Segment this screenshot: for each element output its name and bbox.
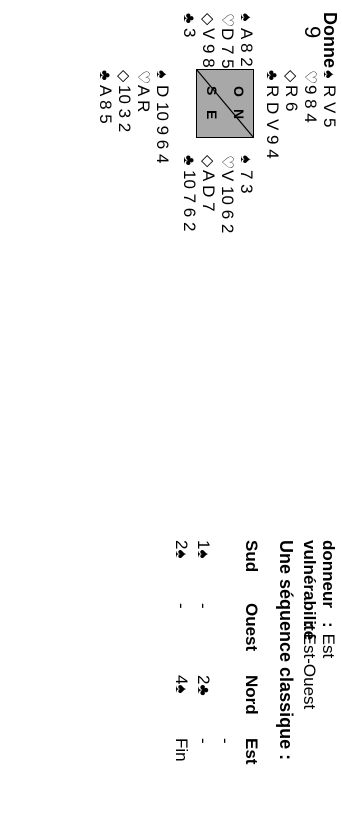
header-ouest: Ouest (242, 603, 262, 652)
east-spades: ♠7 3 (237, 155, 256, 194)
north-spades: ♠R V 5 (320, 70, 339, 128)
bid-cell: - (194, 603, 214, 609)
header-sud: Sud (242, 540, 262, 573)
dealer-label: donneur (319, 540, 338, 608)
bid-cell (215, 540, 237, 603)
bidding-row: 1♠ - 2♣ - (193, 540, 215, 778)
compass-n: N (231, 109, 247, 119)
hand-east: ♠7 3 ♡V 10 6 2 ◇A D 7 ♣10 7 6 2 (180, 155, 256, 233)
east-diamonds: ◇A D 7 (199, 155, 218, 212)
heart-icon: ♡ (301, 70, 318, 85)
diamond-icon: ◇ (282, 70, 299, 83)
header-est: Est (242, 738, 262, 765)
bid-cell: 2♣ (194, 675, 214, 696)
bidding-title: Une séquence classique : (276, 540, 296, 761)
bid-cell: 1♠ (194, 540, 214, 559)
club-icon: ♣ (96, 70, 113, 81)
bidding-row: 2♠ - 4♠ Fin (171, 540, 193, 778)
diamond-icon: ◇ (199, 155, 216, 168)
heart-icon: ♡ (134, 70, 151, 85)
north-clubs: ♣R D V 9 4 (263, 70, 282, 159)
spade-icon: ♠ (237, 155, 254, 164)
compass-s: S (204, 86, 220, 95)
vulnerability-label: vulnérabilité (300, 540, 319, 641)
dealer-value: Est (319, 633, 338, 659)
hand-south: ♠D 10 9 6 4 ♡A R ◇10 3 2 ♣A 8 5 (96, 70, 172, 163)
header-nord: Nord (242, 675, 262, 715)
bidding-header-row: Sud Ouest Nord Est (237, 540, 267, 778)
bidding-row: - (215, 540, 237, 778)
north-diamonds: ◇R 6 (282, 70, 301, 112)
spade-icon: ♠ (320, 70, 337, 79)
club-icon: ♣ (263, 70, 280, 81)
compass-diagram: O N S E (196, 69, 254, 138)
deal-number: 9 (300, 26, 325, 39)
south-spades: ♠D 10 9 6 4 (153, 70, 172, 164)
vulnerability-value: Est-Ouest (300, 633, 319, 710)
club-icon: ♣ (180, 155, 197, 166)
bidding-table: Sud Ouest Nord Est - 1♠ - 2♣ - 2♠ - (171, 540, 267, 778)
compass-diagonal (196, 69, 254, 138)
bid-cell: Fin (172, 738, 192, 762)
bid-cell: 4♠ (172, 675, 192, 694)
east-hearts: ♡V 10 6 2 (218, 155, 237, 234)
hand-north: ♠R V 5 ♡9 8 4 ◇R 6 ♣R D V 9 4 (263, 70, 339, 159)
bid-cell: - (194, 738, 214, 744)
dealer-row: donneur:Est (319, 540, 338, 659)
spade-icon: ♠ (153, 70, 170, 79)
bid-cell: 2♠ (172, 540, 192, 559)
compass-e: E (204, 110, 220, 119)
diamond-icon: ◇ (199, 13, 216, 26)
spade-icon: ♠ (237, 13, 254, 22)
deal-title: Donne (320, 12, 340, 68)
bid-cell (215, 675, 237, 738)
bid-cell: - (172, 603, 192, 609)
diamond-icon: ◇ (115, 70, 132, 83)
south-diamonds: ◇10 3 2 (115, 70, 134, 133)
bid-cell: - (216, 738, 236, 744)
heart-icon: ♡ (218, 155, 235, 170)
club-icon: ♣ (180, 13, 197, 24)
compass-o: O (231, 86, 247, 97)
east-clubs: ♣10 7 6 2 (180, 155, 199, 232)
south-hearts: ♡A R (134, 70, 153, 113)
deal-info: donneur:Est vulnérabilité:Est-Ouest (300, 540, 338, 709)
south-clubs: ♣A 8 5 (96, 70, 115, 124)
north-hearts: ♡9 8 4 (301, 70, 320, 123)
vulnerability-row: vulnérabilité:Est-Ouest (300, 540, 319, 710)
bid-cell (215, 603, 237, 675)
heart-icon: ♡ (218, 13, 235, 28)
